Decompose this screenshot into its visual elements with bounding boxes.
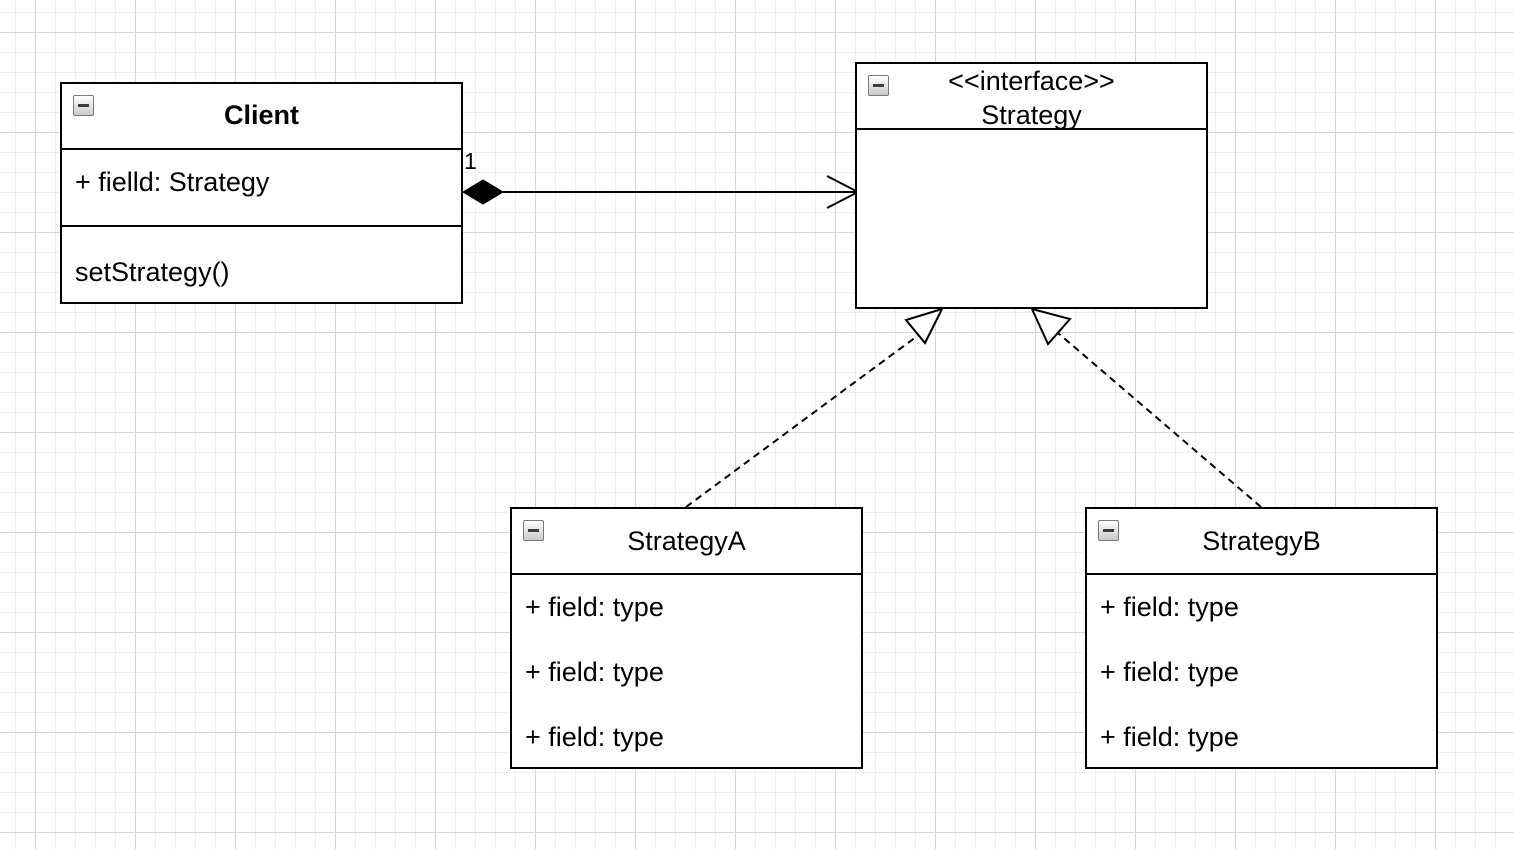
strategy-interface-header[interactable]: <<interface>> Strategy	[857, 64, 1206, 130]
stereotype-label: <<interface>>	[948, 66, 1115, 96]
field-row[interactable]: + field: type	[1100, 722, 1239, 752]
composition-diamond-icon	[462, 179, 504, 205]
client-class[interactable]: Client + fielld: Strategy setStrategy()	[60, 82, 463, 304]
hollow-triangle-icon	[1030, 307, 1072, 346]
operation-row[interactable]: setStrategy()	[75, 257, 230, 287]
strategy-a-class[interactable]: StrategyA + field: type + field: type + …	[510, 507, 863, 769]
client-class-header[interactable]: Client	[62, 84, 461, 150]
class-name: Client	[223, 100, 299, 130]
multiplicity-label: 1	[464, 148, 477, 174]
collapse-icon[interactable]	[1098, 520, 1119, 541]
field-row[interactable]: + field: type	[525, 722, 664, 752]
hollow-triangle-icon	[904, 307, 944, 345]
class-name: Strategy	[981, 100, 1082, 130]
realization-link-b[interactable]	[1030, 307, 1262, 508]
collapse-icon[interactable]	[73, 95, 94, 116]
field-row[interactable]: + field: type	[1100, 657, 1239, 687]
class-name: StrategyB	[1202, 526, 1321, 556]
composition-link[interactable]	[462, 175, 861, 209]
realization-link-a[interactable]	[685, 307, 944, 508]
class-name: StrategyA	[627, 526, 746, 556]
section-divider	[62, 225, 461, 227]
attribute-row[interactable]: + fielld: Strategy	[75, 167, 270, 197]
strategy-b-class[interactable]: StrategyB + field: type + field: type + …	[1085, 507, 1438, 769]
field-row[interactable]: + field: type	[525, 592, 664, 622]
attributes-section[interactable]	[857, 130, 1206, 307]
strategy-interface[interactable]: <<interface>> Strategy	[855, 62, 1208, 309]
strategy-a-class-header[interactable]: StrategyA	[512, 509, 861, 575]
collapse-icon[interactable]	[523, 520, 544, 541]
strategy-b-class-header[interactable]: StrategyB	[1087, 509, 1436, 575]
collapse-icon[interactable]	[868, 75, 889, 96]
field-row[interactable]: + field: type	[525, 657, 664, 687]
field-row[interactable]: + field: type	[1100, 592, 1239, 622]
